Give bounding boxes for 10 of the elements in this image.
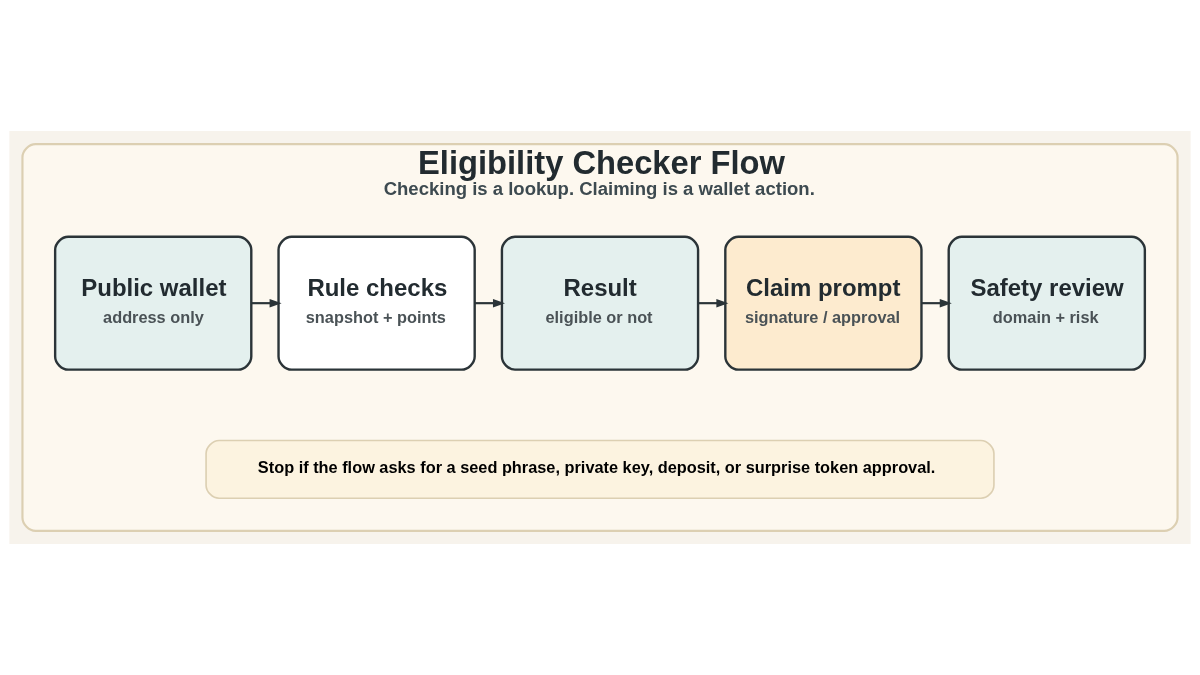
arrow [474,298,505,308]
arrow [698,298,729,308]
arrow [251,298,282,308]
node-box: Safety review domain + risk [947,235,1147,371]
node-box: Result eligible or not [500,235,700,371]
node-box: Public wallet address only [53,235,253,371]
arrow [921,298,952,308]
node-box: Claim prompt signature / approval [724,235,923,371]
node-box: Stop if the flow asks for a seed phrase, private key, deposit, or surprise token approval. [205,439,995,500]
node-box: Rule checks snapshot + points [277,235,476,371]
